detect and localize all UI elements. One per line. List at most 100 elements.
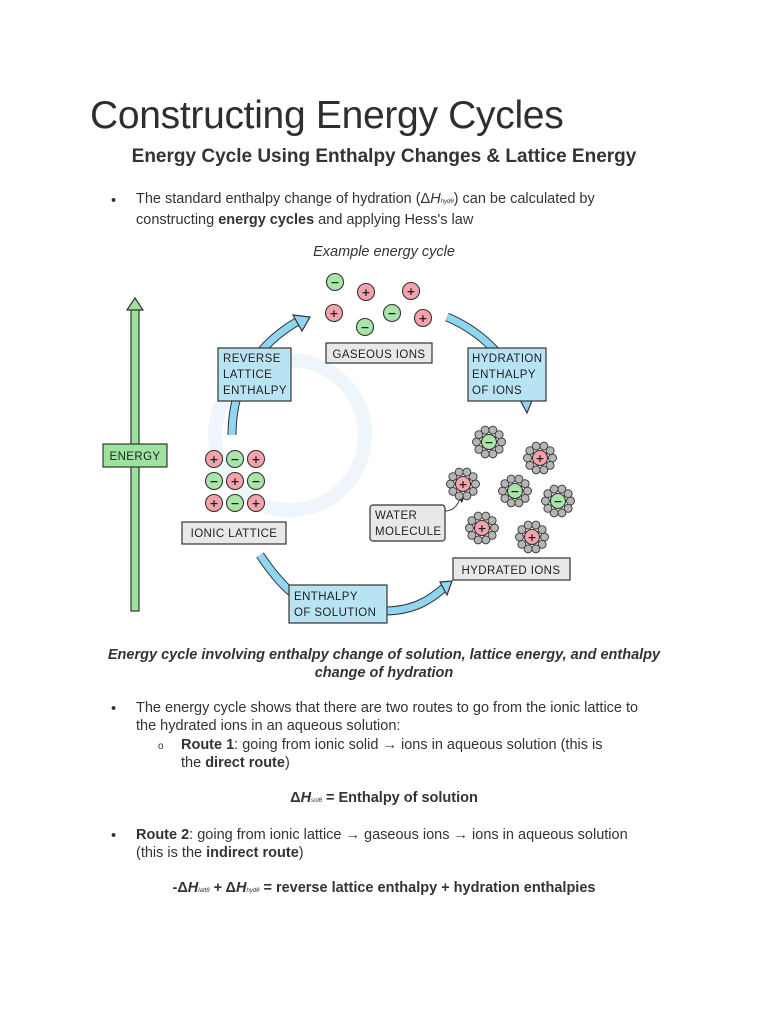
route-2-emphasis: indirect route [206,845,299,861]
standard-superscript: θ [318,798,322,804]
energy-label-box [102,443,168,468]
svg-text:+: + [418,312,427,325]
svg-text:+: + [209,453,218,466]
route-2-label: Route 2 [136,827,190,843]
svg-text:−: − [484,436,493,449]
svg-text:+: + [361,286,370,299]
hydrated-cation: + [531,449,549,467]
gaseous-cation: + [324,303,344,323]
gaseous-cation: + [413,308,433,328]
route-1-text: ) [284,755,290,771]
hydration-line-1: HYDRATION [472,353,542,365]
enthalpy-symbol: H [300,790,312,806]
equation-indirect: -ΔHlattθ + ΔHhydθ = reverse lattice enth… [172,880,596,896]
routes-intro: The energy cycle shows that there are tw… [136,699,638,735]
hydrated-ion-shell [498,474,532,508]
enthalpy-solution-box [288,584,388,624]
ionic-lattice-box [181,521,287,545]
intro-line-2: constructing energy cycles and applying … [136,211,595,229]
svg-text:−: − [230,453,239,466]
route-2-item: Route 2: going from ionic lattice → gase… [136,826,628,862]
hydrated-ion-shell [472,425,506,459]
hydration-line-3: OF IONS [472,385,522,397]
reverse-lattice-line-1: REVERSE [223,353,281,365]
section-heading: Energy Cycle Using Enthalpy Changes & La… [131,146,637,167]
svg-text:+: + [535,452,544,465]
svg-text:−: − [230,497,239,510]
hydrated-ion-shell [541,484,575,518]
route-1-emphasis: direct route [205,755,285,771]
reverse-lattice-box [217,347,292,402]
hydrated-anion: − [480,433,498,451]
hyd-subscript: hyd [246,888,257,894]
lattice-cation: + [204,449,224,469]
page-title: Constructing Energy Cycles [90,94,564,137]
bullet-marker: • [111,701,117,717]
route-2-text: : going from ionic lattice → gaseous ion… [189,827,628,843]
lattice-anion: − [225,493,245,513]
bullet-marker: • [111,828,117,844]
arrowhead [291,314,311,333]
hydrated-ion-shell [446,467,480,501]
gaseous-cation: + [401,281,421,301]
standard-superscript: θ [450,199,454,205]
svg-text:+: + [209,497,218,510]
svg-text:−: − [553,495,562,508]
hydrated-ion-shell [515,520,549,554]
lattice-cation: + [204,493,224,513]
lattice-cation: + [225,471,245,491]
hyd-subscript: hyd [440,199,451,205]
svg-text:−: − [510,485,519,498]
routes-intro-line-2: the hydrated ions in an aqueous solution… [136,718,401,734]
svg-text:−: − [209,475,218,488]
intro-text: and applying Hess's law [314,212,474,228]
hydrated-ions-label: HYDRATED IONS [462,565,561,577]
ionic-lattice-label: IONIC LATTICE [191,528,278,540]
equation-text: = reverse lattice enthalpy + hydration e… [263,880,596,896]
svg-text:+: + [458,478,467,491]
lattice-anion: − [246,471,266,491]
equation-solution: ΔHsolθ = Enthalpy of solution [290,790,478,806]
svg-text:+: + [251,453,260,466]
route-1-line-1: Route 1: going from ionic solid → ions i… [181,736,603,754]
intro-emphasis: energy cycles [218,212,315,228]
svg-text:+: + [477,522,486,535]
reverse-lattice-line-2: LATTICE [223,369,272,381]
route-2-text: ) [298,845,304,861]
intro-text: The standard enthalpy change of hydratio… [136,191,431,207]
equation-text: = Enthalpy of solution [321,790,478,806]
gaseous-ions-box [325,342,433,364]
svg-text:+: + [527,531,536,544]
route-1-text: the [181,755,206,771]
hydrated-ion-shell [523,441,557,475]
diagram-caption: Example energy cycle [313,244,455,260]
route-2-line-1: Route 2: going from ionic lattice → gase… [136,826,628,844]
ion-layer: −+++−−++−+−+−+−+−++−−++ [204,272,575,554]
route-1-label: Route 1 [181,737,235,753]
energy-cycle-diagram: ENERGY REVERSE LATTICE ENTHALPY HYDRATIO… [102,272,575,624]
hydrated-anion: − [506,482,524,500]
standard-superscript: θ [206,888,210,894]
energy-axis-label: ENERGY [110,451,161,463]
route-1-text: : going from ionic solid → ions in aqueo… [234,737,603,753]
standard-superscript: θ [256,888,260,894]
intro-text: ) can be calculated by [453,191,595,207]
gaseous-cation: + [356,282,376,302]
enthalpy-symbol: H [430,191,441,207]
hydrated-cation: + [523,528,541,546]
intro-paragraph: The standard enthalpy change of hydratio… [136,190,595,229]
lattice-cation: + [246,449,266,469]
route-2-text: (this is the [136,845,207,861]
water-molecule-box [369,504,446,542]
routes-intro-line-1: The energy cycle shows that there are tw… [136,700,639,716]
hydration-enthalpy-box [467,347,547,402]
route-1-line-2: the direct route) [181,754,603,772]
hydrated-ion-shell [465,511,499,545]
sol-subscript: sol [311,798,319,804]
enthalpy-symbol: H [187,880,199,896]
sub-bullet-marker: o [158,741,164,752]
lattice-anion: − [225,449,245,469]
svg-text:−: − [360,321,369,334]
latt-subscript: latt [198,888,207,894]
arrowhead [439,580,453,597]
